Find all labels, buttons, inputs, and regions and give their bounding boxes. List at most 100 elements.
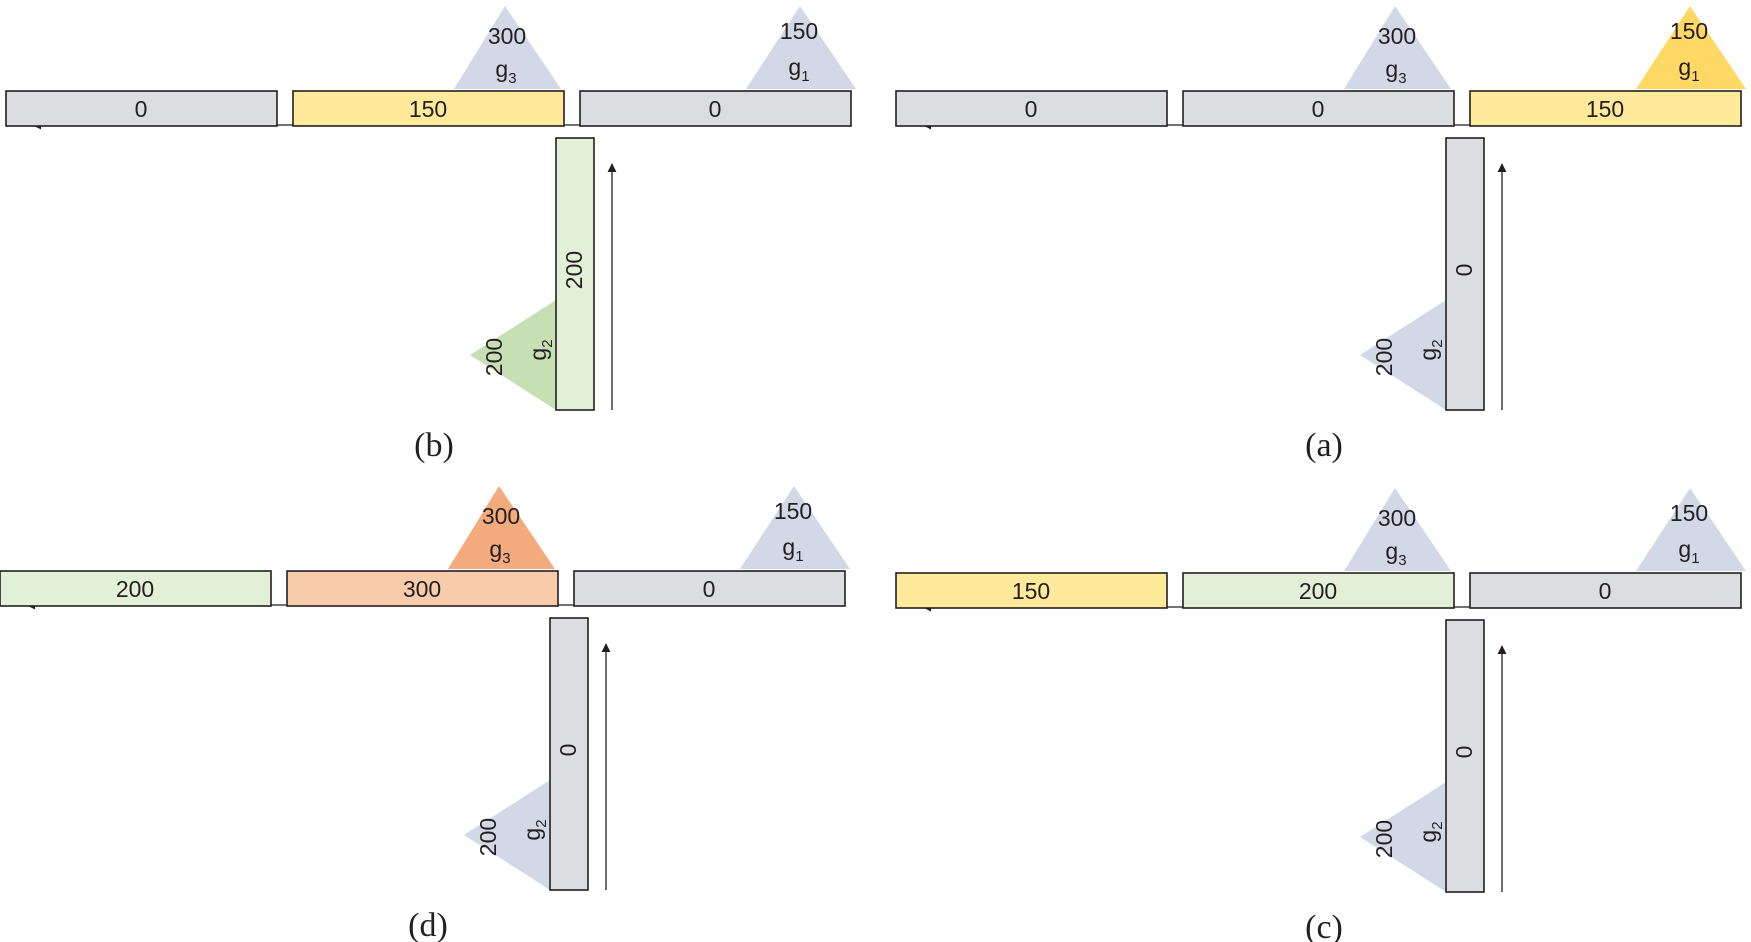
generator-g2-triangle bbox=[464, 780, 550, 890]
block-middle-value: 300 bbox=[403, 576, 441, 602]
block-vertical-value: 0 bbox=[1451, 746, 1477, 759]
block-right-value: 0 bbox=[709, 96, 722, 122]
block-right: 150 bbox=[1469, 90, 1742, 127]
generator-g1-value: 150 bbox=[1670, 18, 1708, 44]
block-right-rect bbox=[579, 90, 852, 127]
block-right: 0 bbox=[579, 90, 852, 127]
block-left: 200 bbox=[0, 570, 272, 607]
generator-g1-value: 150 bbox=[774, 498, 812, 524]
block-left: 0 bbox=[895, 90, 1168, 127]
block-vertical-value: 0 bbox=[555, 744, 581, 757]
generator-g3-triangle bbox=[1344, 6, 1451, 89]
generator-g3-value: 300 bbox=[1378, 505, 1416, 531]
generator-g2-id: g2 bbox=[519, 819, 550, 840]
block-right-value: 150 bbox=[1586, 96, 1624, 122]
block-vertical: 200 bbox=[555, 137, 595, 411]
generator-g3-value: 300 bbox=[482, 503, 520, 529]
block-middle: 0 bbox=[1182, 90, 1455, 127]
generator-g3: 300 g3 bbox=[1344, 488, 1451, 571]
generator-g2-value: 200 bbox=[1371, 820, 1397, 858]
generator-g3: 300 g3 bbox=[448, 486, 555, 569]
panel-label: (b) bbox=[414, 427, 454, 464]
generator-g3-id: g3 bbox=[1385, 56, 1406, 87]
block-left-rect bbox=[895, 90, 1168, 127]
block-vertical-rect bbox=[1445, 137, 1485, 411]
block-left-rect bbox=[5, 90, 278, 127]
generator-g2: 200 g2 bbox=[464, 780, 550, 890]
generator-g1-triangle bbox=[1636, 488, 1746, 571]
generator-g3-id: g3 bbox=[495, 56, 516, 87]
generator-g2-value: 200 bbox=[475, 818, 501, 856]
generator-g1-triangle bbox=[746, 6, 856, 89]
generator-g3-triangle bbox=[448, 486, 555, 569]
panel-label: (a) bbox=[1305, 427, 1343, 464]
block-left-value: 150 bbox=[1012, 578, 1050, 604]
generator-g3-triangle bbox=[454, 6, 561, 89]
panel-b: 300 g3 150 g1 200 g2 0 150 0 200 bbox=[5, 6, 856, 464]
generator-g2-triangle bbox=[1360, 782, 1446, 892]
generator-g1-id: g1 bbox=[782, 534, 803, 565]
generator-g3: 300 g3 bbox=[1344, 6, 1451, 89]
block-vertical-value: 200 bbox=[561, 251, 587, 289]
block-left-rect bbox=[0, 570, 272, 607]
generator-g3-value: 300 bbox=[488, 23, 526, 49]
generator-g2-value: 200 bbox=[1371, 338, 1397, 376]
block-vertical-rect bbox=[555, 137, 595, 411]
generator-g1: 150 g1 bbox=[740, 486, 850, 569]
panel-d: 300 g3 150 g1 200 g2 200 300 0 0 bbox=[0, 486, 850, 942]
block-right-rect bbox=[573, 570, 846, 607]
block-left-value: 0 bbox=[135, 96, 148, 122]
block-middle: 150 bbox=[292, 90, 565, 127]
block-right-rect bbox=[1469, 90, 1742, 127]
block-right-value: 0 bbox=[1599, 578, 1612, 604]
panel-label: (d) bbox=[408, 907, 448, 942]
generator-g2: 200 g2 bbox=[470, 300, 556, 410]
generator-g3-triangle bbox=[1344, 488, 1451, 571]
block-vertical-value: 0 bbox=[1451, 264, 1477, 277]
generator-g1: 150 g1 bbox=[1636, 488, 1746, 571]
panel-c: 300 g3 150 g1 200 g2 150 200 0 0 bbox=[895, 488, 1746, 942]
generator-g2-triangle bbox=[470, 300, 556, 410]
block-right: 0 bbox=[1469, 572, 1742, 609]
block-right: 0 bbox=[573, 570, 846, 607]
generator-g2-id: g2 bbox=[525, 339, 556, 360]
generator-g2-id: g2 bbox=[1415, 821, 1446, 842]
generator-g2-id: g2 bbox=[1415, 339, 1446, 360]
panel-label: (c) bbox=[1305, 909, 1343, 942]
generator-g1: 150 g1 bbox=[746, 6, 856, 89]
block-right-value: 0 bbox=[703, 576, 716, 602]
generator-g1-value: 150 bbox=[1670, 500, 1708, 526]
block-vertical: 0 bbox=[549, 617, 589, 891]
block-middle-rect bbox=[1182, 572, 1455, 609]
block-left: 150 bbox=[895, 572, 1168, 609]
block-left-rect bbox=[895, 572, 1168, 609]
generator-g1-value: 150 bbox=[780, 18, 818, 44]
block-vertical: 0 bbox=[1445, 137, 1485, 411]
block-middle-rect bbox=[286, 570, 559, 607]
generator-g2: 200 g2 bbox=[1360, 300, 1446, 410]
block-middle-value: 0 bbox=[1312, 96, 1325, 122]
block-middle-value: 150 bbox=[409, 96, 447, 122]
generator-g2: 200 g2 bbox=[1360, 782, 1446, 892]
generator-g1: 150 g1 bbox=[1636, 6, 1746, 89]
block-middle-rect bbox=[1182, 90, 1455, 127]
generator-g3-id: g3 bbox=[489, 536, 510, 567]
block-middle: 200 bbox=[1182, 572, 1455, 609]
generator-g3-value: 300 bbox=[1378, 23, 1416, 49]
block-middle-value: 200 bbox=[1299, 578, 1337, 604]
generator-g1-id: g1 bbox=[1678, 54, 1699, 85]
generator-g1-id: g1 bbox=[788, 54, 809, 85]
generator-g1-triangle bbox=[1636, 6, 1746, 89]
generator-g2-triangle bbox=[1360, 300, 1446, 410]
block-vertical: 0 bbox=[1445, 619, 1485, 893]
block-left-value: 0 bbox=[1025, 96, 1038, 122]
generator-g1-id: g1 bbox=[1678, 536, 1699, 567]
block-vertical-rect bbox=[1445, 619, 1485, 893]
generator-g3-id: g3 bbox=[1385, 538, 1406, 569]
block-middle-rect bbox=[292, 90, 565, 127]
block-vertical-rect bbox=[549, 617, 589, 891]
block-right-rect bbox=[1469, 572, 1742, 609]
block-left: 0 bbox=[5, 90, 278, 127]
generator-g3: 300 g3 bbox=[454, 6, 561, 89]
